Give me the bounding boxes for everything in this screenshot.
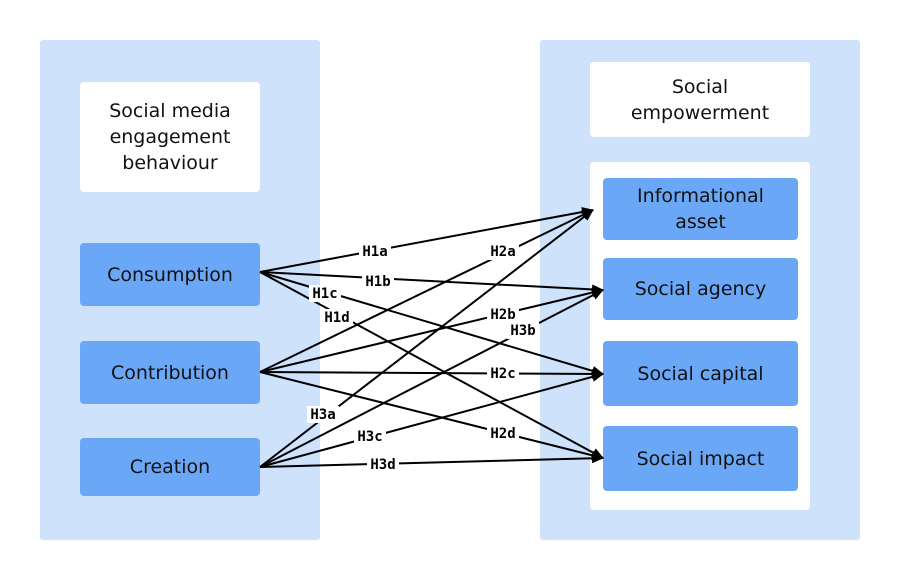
label-h1a: H1a — [362, 244, 387, 260]
label-h3b: H3b — [510, 323, 535, 339]
consumption-label: Consumption — [107, 263, 233, 286]
social-agency-label: Social agency — [634, 278, 767, 300]
label-h3d: H3d — [370, 457, 395, 473]
arrow-h3a — [259, 209, 594, 468]
consumption-box: Consumption — [80, 243, 260, 306]
label-h3c: H3c — [357, 429, 382, 445]
label-bg-h3c — [354, 428, 386, 445]
arrow-h2a — [259, 209, 594, 373]
engagement-title: Social media engagement behaviour — [109, 100, 231, 174]
informational-asset-box: Informational asset — [603, 178, 798, 240]
creation-label: Creation — [129, 456, 211, 478]
arrow-h2c — [259, 368, 604, 379]
label-bg-h1b — [362, 273, 394, 290]
informational-asset-label: Informational asset — [637, 185, 764, 233]
label-h1d: H1d — [324, 310, 349, 326]
label-h1b: H1b — [365, 274, 390, 290]
empowerment-title-card: Social empowerment — [590, 62, 810, 137]
label-h2c: H2c — [490, 366, 515, 382]
arrow-h2b — [259, 287, 604, 373]
arrow-h1a — [259, 207, 594, 273]
label-bg-h1d — [321, 309, 353, 326]
label-h1c: H1c — [312, 286, 337, 302]
social-capital-box: Social capital — [603, 341, 798, 406]
arrow-h3b — [259, 289, 604, 468]
engagement-title-card: Social media engagement behaviour — [80, 82, 260, 192]
arrow-h2d — [259, 371, 604, 461]
arrow-h3c — [259, 372, 604, 468]
label-bg-h2d — [487, 425, 519, 442]
social-impact-label: Social impact — [636, 447, 765, 470]
label-bg-h2c — [487, 365, 519, 382]
label-bg-h2b — [487, 306, 519, 323]
label-h3a: H3a — [310, 407, 335, 423]
label-h2d: H2d — [490, 426, 515, 442]
creation-box: Creation — [80, 438, 260, 496]
label-bg-h3d — [367, 456, 399, 473]
social-impact-box: Social impact — [603, 426, 798, 491]
arrow-h1b — [259, 271, 604, 295]
label-h2a: H2a — [490, 244, 515, 260]
label-bg-h1a — [359, 243, 391, 260]
label-bg-h2a — [487, 243, 519, 260]
contribution-label: Contribution — [111, 361, 229, 384]
label-bg-h3a — [307, 406, 339, 423]
contribution-box: Contribution — [80, 341, 260, 404]
arrow-h3d — [259, 453, 604, 468]
empowerment-title: Social empowerment — [630, 75, 770, 124]
social-capital-label: Social capital — [637, 362, 764, 385]
arrow-h1d — [259, 271, 604, 459]
label-h2b: H2b — [490, 307, 515, 323]
social-agency-box: Social agency — [603, 258, 798, 320]
label-bg-h3b — [507, 322, 539, 339]
label-bg-h1c — [309, 285, 341, 302]
